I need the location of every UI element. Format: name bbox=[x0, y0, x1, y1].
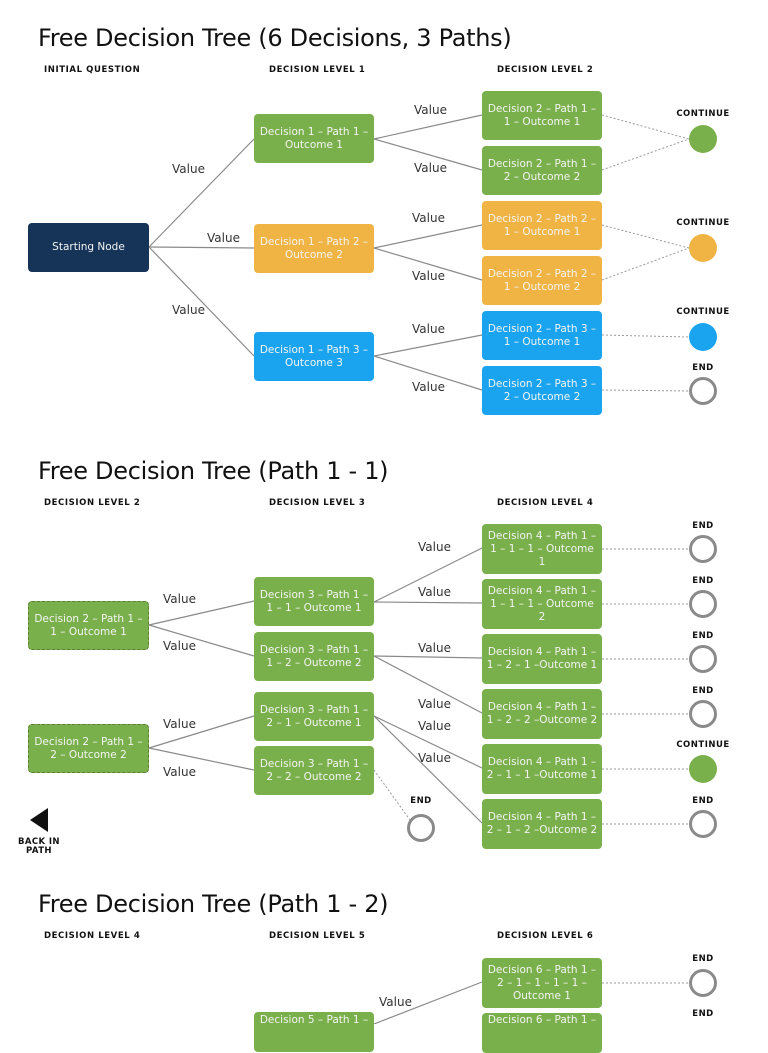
connector-lines bbox=[148, 114, 690, 1024]
terminal-caption: CONTINUE bbox=[676, 740, 730, 750]
end-node-icon[interactable] bbox=[689, 969, 717, 997]
edge-value-label: Value bbox=[412, 322, 445, 336]
decision4-path1-1-2-1[interactable]: Decision 4 – Path 1 – 1 – 2 – 1 –Outcome… bbox=[482, 634, 602, 684]
section3-col-level4: DECISION LEVEL 4 bbox=[44, 931, 141, 941]
decision3-path1-1-1[interactable]: Decision 3 – Path 1 – 1 – 1 – Outcome 1 bbox=[254, 577, 374, 626]
section2-col-level4: DECISION LEVEL 4 bbox=[497, 498, 594, 508]
end-node-icon[interactable] bbox=[407, 814, 435, 842]
decision3-path1-2-1[interactable]: Decision 3 – Path 1 – 2 – 1 – Outcome 1 bbox=[254, 692, 374, 741]
edge-value-label: Value bbox=[414, 161, 447, 175]
end-node-icon[interactable] bbox=[689, 645, 717, 673]
continue-node-icon[interactable] bbox=[689, 755, 717, 783]
terminal-caption: CONTINUE bbox=[676, 218, 730, 228]
edge-value-label: Value bbox=[163, 639, 196, 653]
end-node-icon[interactable] bbox=[689, 810, 717, 838]
decision2-path3-1[interactable]: Decision 2 – Path 3 – 1 – Outcome 1 bbox=[482, 311, 602, 360]
edge-value-label: Value bbox=[163, 765, 196, 779]
decision4-path1-1-2-2[interactable]: Decision 4 – Path 1 – 1 – 2 – 2 –Outcome… bbox=[482, 689, 602, 739]
decision2-path2-1[interactable]: Decision 2 – Path 2 – 1 – Outcome 1 bbox=[482, 201, 602, 250]
decision2-path1-1[interactable]: Decision 2 – Path 1 – 1 – Outcome 1 bbox=[482, 91, 602, 140]
section2-title: Free Decision Tree (Path 1 - 1) bbox=[38, 457, 389, 485]
decision4-path1-2-1-2[interactable]: Decision 4 – Path 1 – 2 – 1 – 2 –Outcome… bbox=[482, 799, 602, 849]
decision6-path1-2[interactable]: Decision 6 – Path 1 – bbox=[482, 1013, 602, 1053]
terminal-caption: END bbox=[692, 686, 714, 696]
section3-col-level6: DECISION LEVEL 6 bbox=[497, 931, 594, 941]
edge-value-label: Value bbox=[379, 995, 412, 1009]
end-node-icon[interactable] bbox=[689, 700, 717, 728]
left-triangle-icon[interactable] bbox=[30, 808, 48, 832]
decision6-path1-1[interactable]: Decision 6 – Path 1 – 2 – 1 – 1 – 1 – 1 … bbox=[482, 958, 602, 1008]
decision2-path1-2[interactable]: Decision 2 – Path 1 – 2 – Outcome 2 bbox=[482, 146, 602, 195]
edge-value-label: Value bbox=[418, 540, 451, 554]
decision2-path2-2[interactable]: Decision 2 – Path 2 – 1 – Outcome 2 bbox=[482, 256, 602, 305]
section3-title: Free Decision Tree (Path 1 - 2) bbox=[38, 890, 389, 918]
decision2-path1-2-ref[interactable]: Decision 2 – Path 1 – 2 – Outcome 2 bbox=[28, 724, 149, 773]
terminal-caption: END bbox=[692, 796, 714, 806]
terminal-caption: END bbox=[692, 631, 714, 641]
section2-col-level3: DECISION LEVEL 3 bbox=[269, 498, 366, 508]
terminal-caption: CONTINUE bbox=[676, 109, 730, 119]
edge-value-label: Value bbox=[172, 162, 205, 176]
end-node-icon[interactable] bbox=[689, 590, 717, 618]
decision3-path1-1-2[interactable]: Decision 3 – Path 1 – 1 – 2 – Outcome 2 bbox=[254, 632, 374, 681]
decision4-path1-1-1-1-2[interactable]: Decision 4 – Path 1 – 1 – 1 – 1 – Outcom… bbox=[482, 579, 602, 629]
decision4-path1-2-1-1[interactable]: Decision 4 – Path 1 – 2 – 1 – 1 –Outcome… bbox=[482, 744, 602, 794]
decision3-path1-2-2[interactable]: Decision 3 – Path 1 – 2 – 2 – Outcome 2 bbox=[254, 746, 374, 795]
edge-value-label: Value bbox=[418, 719, 451, 733]
edge-value-label: Value bbox=[418, 641, 451, 655]
section2-col-level2: DECISION LEVEL 2 bbox=[44, 498, 141, 508]
terminal-caption: END bbox=[692, 363, 714, 373]
edge-value-label: Value bbox=[163, 717, 196, 731]
terminal-caption: END bbox=[692, 1009, 714, 1019]
decision4-path1-1-1-1-1[interactable]: Decision 4 – Path 1 – 1 – 1 – 1 – Outcom… bbox=[482, 524, 602, 574]
end-node-icon[interactable] bbox=[689, 535, 717, 563]
edge-value-label: Value bbox=[414, 103, 447, 117]
edge-value-label: Value bbox=[418, 585, 451, 599]
section3-col-level5: DECISION LEVEL 5 bbox=[269, 931, 366, 941]
end-node-icon[interactable] bbox=[689, 377, 717, 405]
section1-title: Free Decision Tree (6 Decisions, 3 Paths… bbox=[38, 24, 512, 52]
starting-node[interactable]: Starting Node bbox=[28, 223, 149, 272]
terminal-caption: END bbox=[692, 521, 714, 531]
continue-node-icon[interactable] bbox=[689, 234, 717, 262]
terminal-caption: CONTINUE bbox=[676, 307, 730, 317]
continue-node-icon[interactable] bbox=[689, 125, 717, 153]
edge-value-label: Value bbox=[412, 269, 445, 283]
edge-value-label: Value bbox=[412, 211, 445, 225]
edge-value-label: Value bbox=[418, 751, 451, 765]
decision1-path3[interactable]: Decision 1 – Path 3 – Outcome 3 bbox=[254, 332, 374, 381]
continue-node-icon[interactable] bbox=[689, 323, 717, 351]
section1-col-level2: DECISION LEVEL 2 bbox=[497, 65, 594, 75]
decision5-path1[interactable]: Decision 5 – Path 1 – bbox=[254, 1012, 374, 1052]
edge-value-label: Value bbox=[207, 231, 240, 245]
edge-value-label: Value bbox=[418, 697, 451, 711]
terminal-caption: END bbox=[692, 576, 714, 586]
edge-value-label: Value bbox=[163, 592, 196, 606]
decision1-path1[interactable]: Decision 1 – Path 1 – Outcome 1 bbox=[254, 114, 374, 163]
edge-value-label: Value bbox=[172, 303, 205, 317]
section1-col-initial: INITIAL QUESTION bbox=[44, 65, 141, 75]
decision2-path3-2[interactable]: Decision 2 – Path 3 – 2 – Outcome 2 bbox=[482, 366, 602, 415]
terminal-caption: END bbox=[692, 954, 714, 964]
section1-col-level1: DECISION LEVEL 1 bbox=[269, 65, 366, 75]
edge-value-label: Value bbox=[412, 380, 445, 394]
decision2-path1-1-ref[interactable]: Decision 2 – Path 1 – 1 – Outcome 1 bbox=[28, 601, 149, 650]
back-in-path-label[interactable]: BACK IN PATH bbox=[18, 837, 60, 856]
decision1-path2[interactable]: Decision 1 – Path 2 – Outcome 2 bbox=[254, 224, 374, 273]
terminal-caption: END bbox=[410, 796, 432, 806]
